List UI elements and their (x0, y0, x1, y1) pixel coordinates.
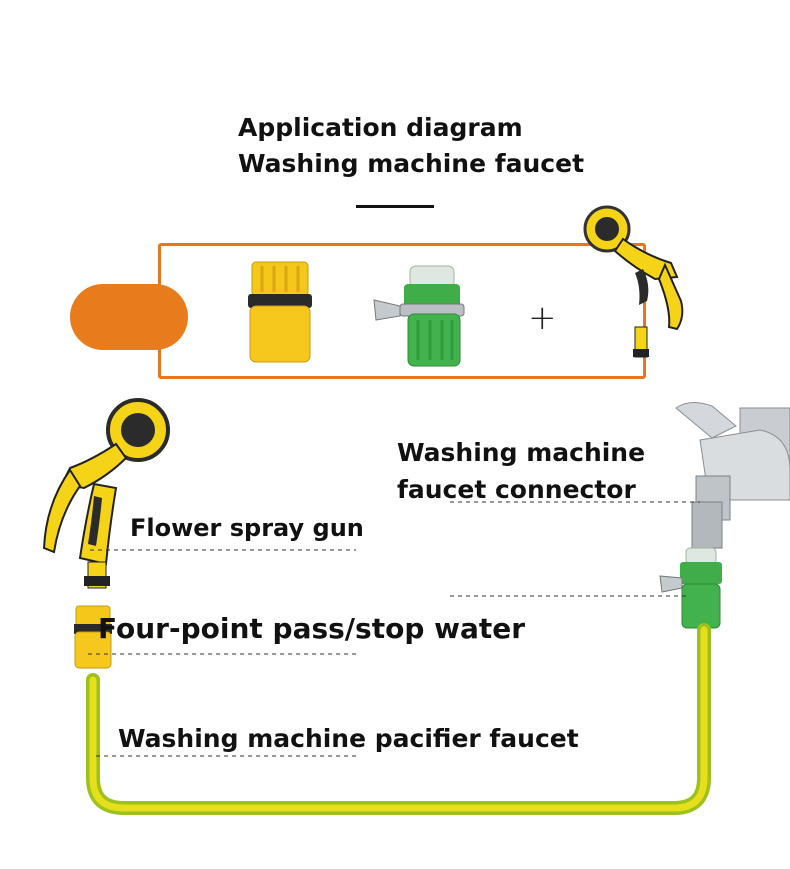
label-four-point: Four-point pass/stop water (98, 612, 526, 645)
plus-sign: + (528, 298, 557, 338)
page-title: Application diagram Washing machine fauc… (238, 110, 584, 182)
label-connector-line-2: faucet connector (397, 475, 636, 504)
label-pacifier-faucet: Washing machine pacifier faucet (118, 724, 579, 753)
hose-icon (86, 623, 711, 815)
label-faucet-connector: Washing machine faucet connector (397, 434, 645, 508)
kit-badge (70, 284, 188, 350)
faucet-icon (675, 402, 790, 549)
title-line-2: Washing machine faucet (238, 149, 585, 178)
label-connector-line-1: Washing machine (397, 438, 646, 467)
spray-gun-icon (583, 205, 684, 358)
quick-connector-icon (248, 261, 312, 363)
leader-lines (88, 501, 700, 757)
title-line-1: Application diagram (238, 113, 523, 142)
label-flower-spray-gun: Flower spray gun (130, 514, 364, 542)
faucet-adapter-icon (373, 265, 465, 367)
faucet-adapter-icon (659, 547, 722, 629)
quick-connector-icon (74, 605, 112, 669)
spray-gun-icon (42, 398, 170, 589)
title-underline (356, 205, 434, 208)
